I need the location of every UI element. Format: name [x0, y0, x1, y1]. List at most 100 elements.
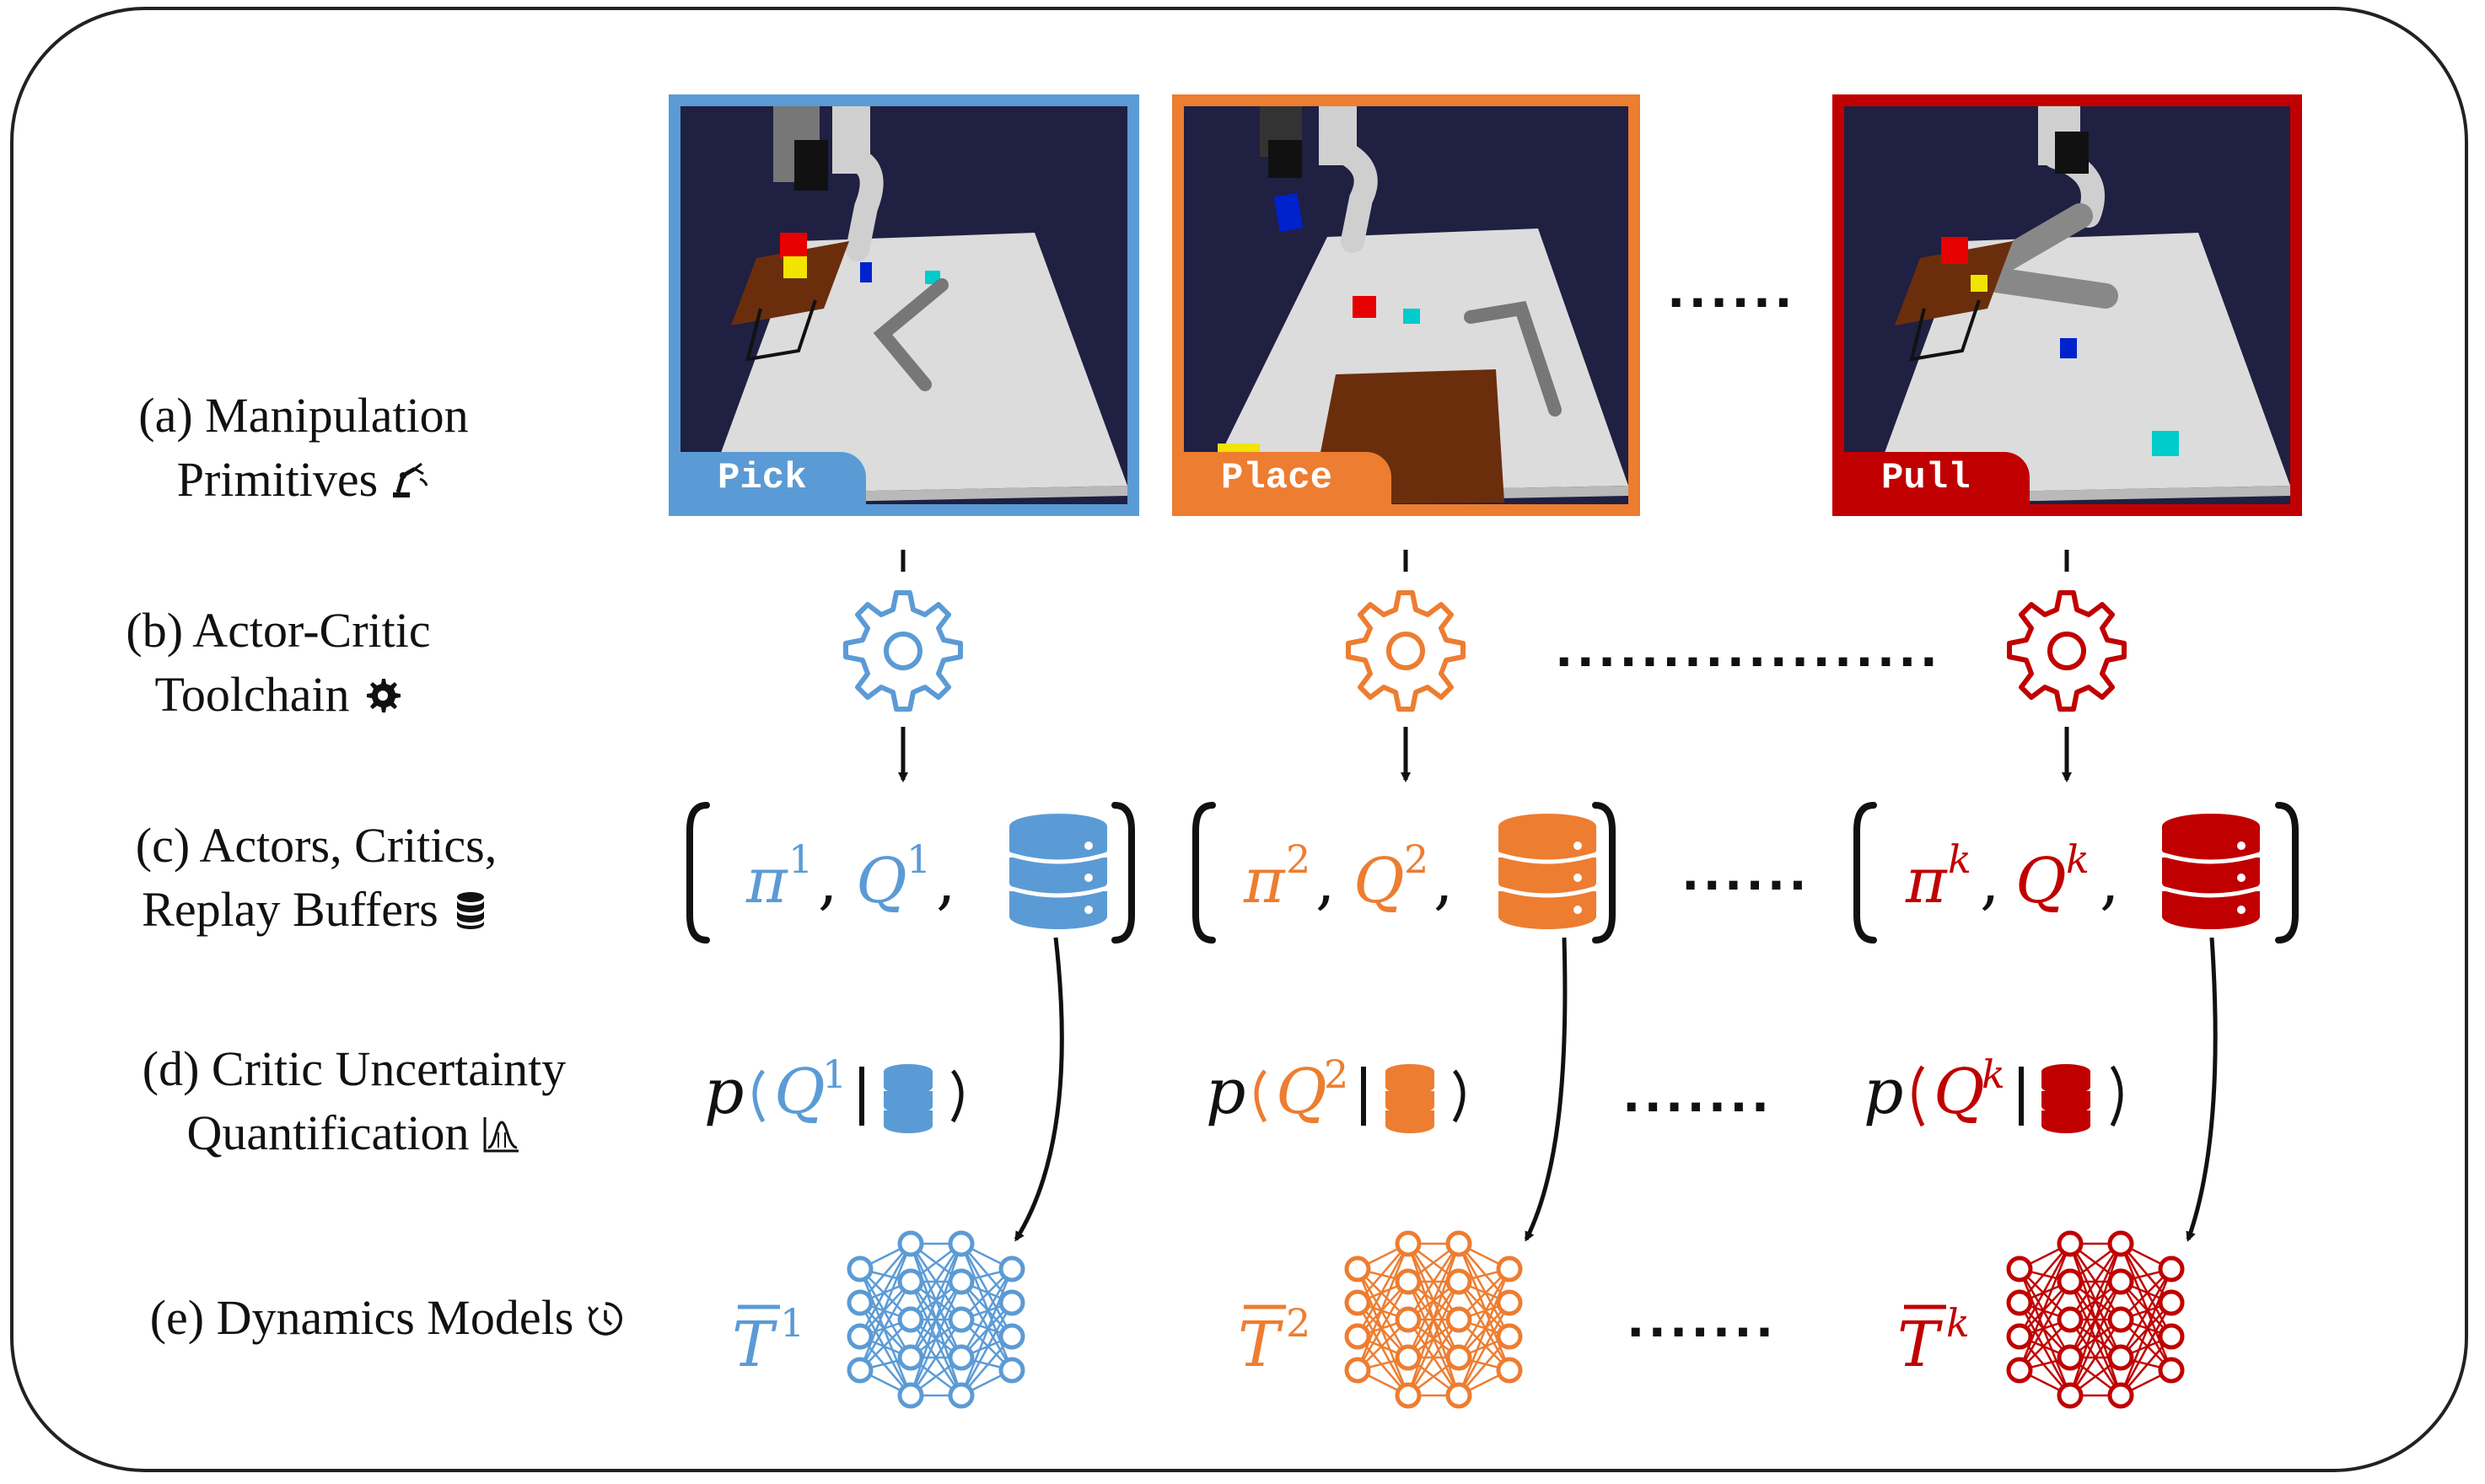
- network-node: [2107, 1306, 2134, 1333]
- network-node: [2158, 1255, 2185, 1282]
- neural-network-icon-2: [1344, 1230, 1523, 1409]
- label-c-line2: Replay Buffers: [142, 882, 438, 937]
- network-edge: [858, 1243, 912, 1371]
- network-node: [2107, 1382, 2134, 1409]
- T-2: T: [1238, 1309, 1283, 1381]
- network-edge: [858, 1281, 912, 1371]
- network-edge: [1457, 1281, 1511, 1371]
- label-b-line1: (b) Actor-Critic: [126, 603, 431, 658]
- network-edge: [2018, 1243, 2072, 1371]
- network-edge: [2018, 1268, 2072, 1358]
- network-node: [1496, 1289, 1523, 1316]
- comma-2b: ,: [1433, 845, 1454, 917]
- network-edge: [1356, 1243, 1410, 1337]
- network-edge: [1407, 1319, 1460, 1396]
- network-node: [897, 1230, 924, 1257]
- network-edge: [960, 1302, 1014, 1396]
- network-edge: [858, 1268, 912, 1358]
- network-node: [2158, 1289, 2185, 1316]
- dynamics-label-2: T 2: [1238, 1300, 1310, 1381]
- network-node: [1395, 1230, 1422, 1257]
- p-k: p: [1864, 1056, 1903, 1128]
- dynamics-label-1: T 1: [732, 1300, 804, 1381]
- ellipsis-row-b: ..................: [1556, 613, 1942, 679]
- neural-network-icon-1: [847, 1230, 1025, 1409]
- network-node: [948, 1230, 975, 1257]
- pi-1: π: [745, 845, 788, 917]
- primitive-panel-place: Place: [1172, 94, 1640, 516]
- network-edge: [960, 1268, 1014, 1396]
- network-node: [998, 1255, 1025, 1282]
- network-edge: [2018, 1281, 2072, 1371]
- outer-frame: [10, 7, 2468, 1472]
- T-1-sup: 1: [780, 1300, 804, 1346]
- Q-cond-k-sup: k: [1982, 1051, 2005, 1097]
- network-edge: [2018, 1302, 2072, 1396]
- Q-k: Q: [2015, 845, 2067, 917]
- network-edge: [2018, 1243, 2072, 1337]
- network-node: [1344, 1357, 1371, 1384]
- network-node: [1395, 1382, 1422, 1409]
- actor-critic-2: π 2 , Q 2 ,: [1243, 836, 1454, 917]
- network-edge: [909, 1243, 963, 1320]
- network-edge: [2119, 1243, 2173, 1371]
- network-node: [1344, 1255, 1371, 1282]
- database-icon: [456, 892, 484, 929]
- network-node: [1496, 1323, 1523, 1350]
- network-node: [948, 1344, 975, 1371]
- label-e-line1: (e) Dynamics Models: [149, 1290, 574, 1345]
- pick-tag: Pick: [680, 452, 866, 504]
- primitive-panel-pick: Pick: [669, 94, 1139, 516]
- network-edge: [2068, 1281, 2122, 1396]
- Q-cond-1-sup: 1: [822, 1051, 847, 1097]
- network-node: [998, 1357, 1025, 1384]
- actor-critic-k: π k , Q k ,: [1905, 836, 2120, 917]
- network-node: [847, 1289, 874, 1316]
- network-edge: [1457, 1243, 1511, 1337]
- network-edge: [2068, 1243, 2122, 1358]
- pi-k: π: [1905, 845, 1948, 917]
- robot-arm-icon: [393, 462, 428, 497]
- network-node: [2057, 1344, 2084, 1371]
- pi-k-sup: k: [1948, 836, 1971, 882]
- place-scene-image: [1184, 106, 1628, 504]
- Q-1-sup: 1: [906, 836, 931, 882]
- T-1: T: [732, 1309, 777, 1381]
- pull-scene-image: [1844, 106, 2290, 504]
- network-node: [2158, 1357, 2185, 1384]
- T-k-sup: k: [1946, 1300, 1970, 1346]
- network-node: [1344, 1289, 1371, 1316]
- p-1: p: [704, 1056, 744, 1128]
- label-a-line1: (a) Manipulation: [138, 388, 469, 443]
- network-edge: [960, 1243, 1014, 1371]
- network-node: [1445, 1268, 1472, 1295]
- bracket-group-2: [1192, 802, 1616, 944]
- network-node: [2006, 1289, 2033, 1316]
- dynamics-label-k: T k: [1897, 1300, 1970, 1381]
- Q-cond-1: Q: [774, 1056, 826, 1128]
- network-edge: [1407, 1281, 1460, 1396]
- network-node: [2107, 1344, 2134, 1371]
- network-node: [847, 1255, 874, 1282]
- timer-icon: [588, 1302, 623, 1336]
- network-edge: [2018, 1268, 2072, 1396]
- p-2: p: [1206, 1056, 1245, 1128]
- comma-ka: ,: [1980, 845, 2000, 917]
- label-d-line2: Quantification: [186, 1105, 470, 1160]
- network-node: [998, 1323, 1025, 1350]
- network-node: [897, 1268, 924, 1295]
- Q-k-sup: k: [2066, 836, 2090, 882]
- Q-1: Q: [856, 845, 907, 917]
- network-edge: [2119, 1302, 2173, 1396]
- comma-kb: ,: [2100, 845, 2120, 917]
- network-node: [2107, 1268, 2134, 1295]
- Q-2-sup: 2: [1404, 836, 1428, 882]
- network-node: [897, 1344, 924, 1371]
- ellipsis-row-e: .......: [1627, 1283, 1778, 1349]
- label-a-line2: Primitives: [176, 452, 379, 507]
- network-edge: [1356, 1268, 1410, 1396]
- pi-2: π: [1243, 845, 1286, 917]
- network-edge: [909, 1243, 963, 1396]
- network-edge: [960, 1243, 1014, 1337]
